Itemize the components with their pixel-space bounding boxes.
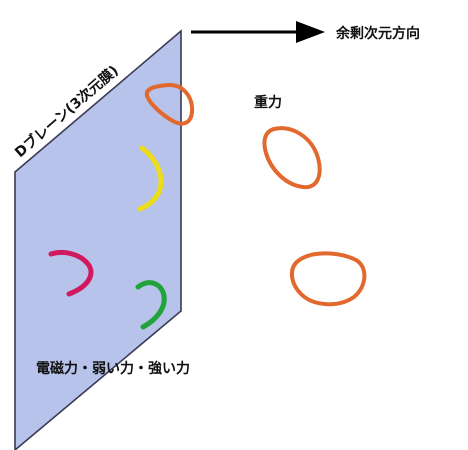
graviton-loop-upper bbox=[262, 126, 322, 190]
d-brane-plane bbox=[14, 29, 182, 450]
open-string-magenta bbox=[48, 249, 94, 297]
closed-string-on-brane bbox=[144, 82, 195, 126]
gravity-label: 重力 bbox=[254, 94, 282, 111]
forces-label: 電磁力・弱い力・強い力 bbox=[36, 360, 190, 377]
arrow-right-icon bbox=[296, 21, 325, 43]
open-string-yellow bbox=[137, 145, 164, 212]
open-string-green bbox=[135, 280, 167, 330]
extra-dimension-label: 余剰次元方向 bbox=[335, 25, 420, 42]
graviton-loop-lower bbox=[290, 251, 367, 307]
